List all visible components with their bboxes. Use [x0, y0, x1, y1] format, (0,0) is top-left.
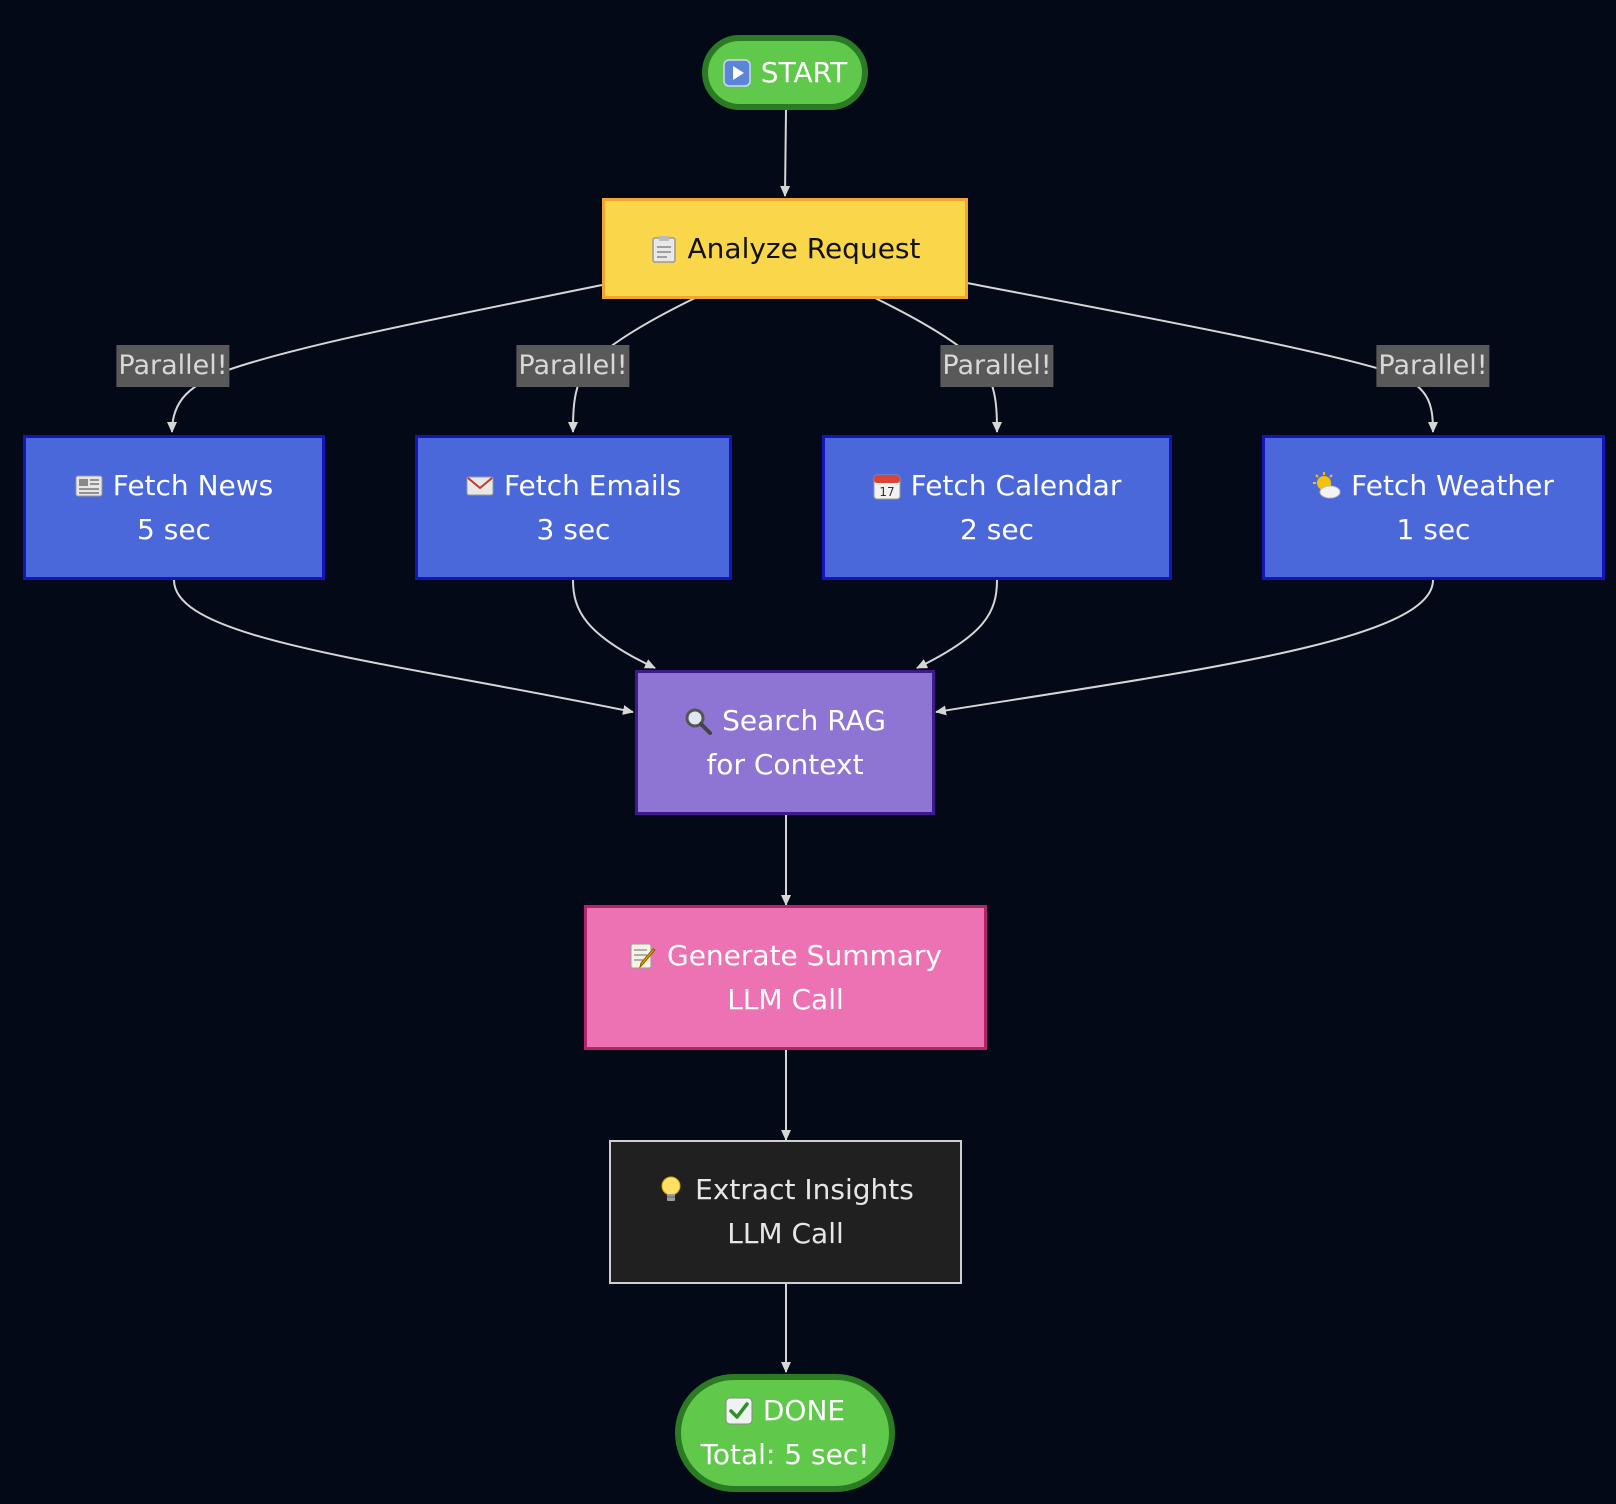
fetch-emails-node: Fetch Emails 3 sec	[415, 435, 732, 580]
fetch-weather-node: Fetch Weather 1 sec	[1262, 435, 1605, 580]
generate-summary-label: Generate Summary	[667, 938, 942, 972]
extract-insights-node: Extract Insights LLM Call	[609, 1140, 962, 1284]
calendar-icon: 17	[873, 472, 901, 500]
memo-icon	[629, 942, 657, 970]
extract-insights-label: Extract Insights	[695, 1173, 914, 1206]
done-node: DONE Total: 5 sec!	[675, 1374, 895, 1492]
start-label: START	[760, 55, 848, 89]
fetch-emails-label: Fetch Emails	[503, 468, 682, 502]
done-total: Total: 5 sec!	[700, 1438, 870, 1471]
edge-emails-search	[572, 579, 656, 669]
extract-insights-sub: LLM Call	[727, 1217, 844, 1250]
email-icon	[466, 472, 494, 500]
fetch-news-node: Fetch News 5 sec	[23, 435, 325, 580]
generate-summary-node: Generate Summary LLM Call	[584, 905, 987, 1050]
fetch-news-label: Fetch News	[112, 468, 274, 502]
fetch-calendar-duration: 2 sec	[960, 512, 1034, 546]
clipboard-icon	[650, 235, 678, 263]
done-label: DONE	[762, 1394, 846, 1427]
edge-analyze-news	[167, 284, 603, 433]
fetch-weather-duration: 1 sec	[1396, 512, 1471, 546]
sun-cloud-icon	[1313, 471, 1341, 500]
fetch-calendar-label: Fetch Calendar	[910, 468, 1122, 502]
search-rag-label: Search RAG	[722, 703, 886, 737]
edge-start-analyze	[780, 109, 791, 197]
edge-label-parallel-emails: Parallel!	[516, 345, 630, 387]
edge-news-search	[173, 579, 634, 715]
check-box-icon	[725, 1397, 753, 1425]
edge-label-parallel-weather: Parallel!	[1376, 345, 1490, 387]
edge-label-parallel-calendar: Parallel!	[940, 345, 1054, 387]
generate-summary-sub: LLM Call	[727, 982, 844, 1016]
play-button-icon	[723, 58, 751, 87]
fetch-emails-duration: 3 sec	[536, 512, 611, 546]
analyze-request-node: Analyze Request	[602, 198, 968, 299]
fetch-calendar-node: 17 Fetch Calendar 2 sec	[822, 435, 1172, 580]
edge-label-parallel-news: Parallel!	[116, 345, 230, 387]
start-node: START	[702, 35, 868, 110]
edge-weather-search	[935, 579, 1434, 716]
search-rag-node: Search RAG for Context	[635, 670, 935, 815]
svg-text:17: 17	[879, 485, 894, 499]
edge-calendar-search	[916, 579, 998, 669]
lightbulb-icon	[657, 1176, 685, 1204]
newspaper-icon	[75, 472, 103, 500]
edge-analyze-weather	[966, 282, 1438, 433]
fetch-weather-label: Fetch Weather	[1351, 468, 1554, 502]
fetch-news-duration: 5 sec	[137, 512, 211, 546]
search-rag-sub: for Context	[706, 747, 864, 781]
analyze-label: Analyze Request	[687, 231, 921, 265]
magnifier-icon	[684, 707, 713, 735]
